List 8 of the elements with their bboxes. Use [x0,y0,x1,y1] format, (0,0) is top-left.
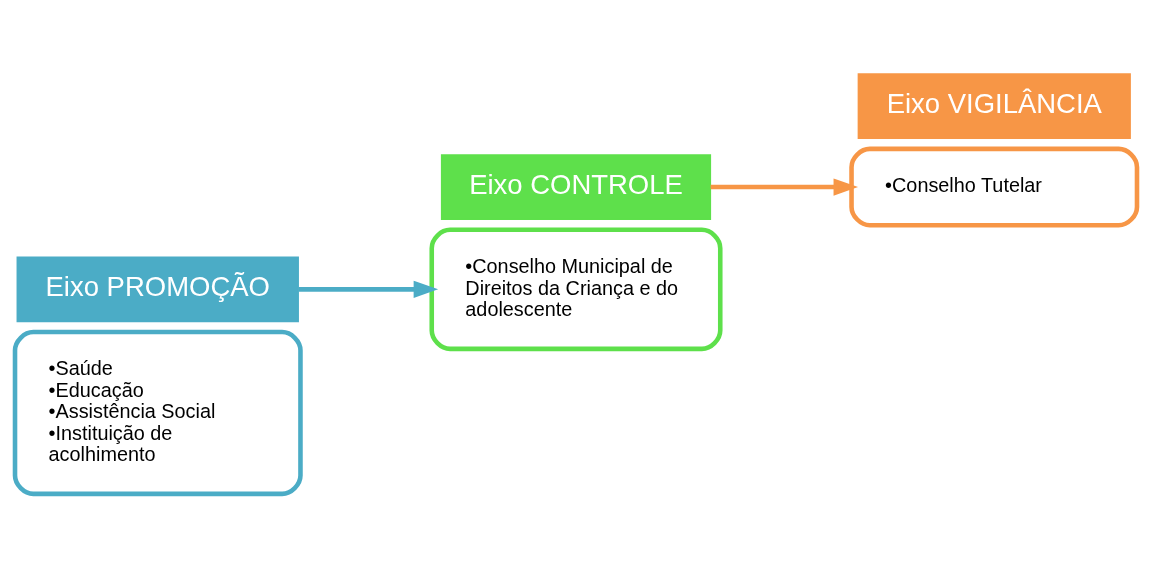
node-box: •Conselho Municipal de Direitos da Criança e do adolescente [429,227,723,351]
node-box: •Saúde •Educação •Assistência Social •Instituição de acolhimento [12,329,303,496]
arrow [710,178,858,196]
node-box: Eixo VIGILÂNCIA [857,72,1131,139]
node-box: Eixo PROMOÇÃO [16,256,299,322]
arrow [298,280,439,298]
node-box: •Conselho Tutelar [849,146,1140,227]
node-box: Eixo CONTROLE [440,153,712,220]
